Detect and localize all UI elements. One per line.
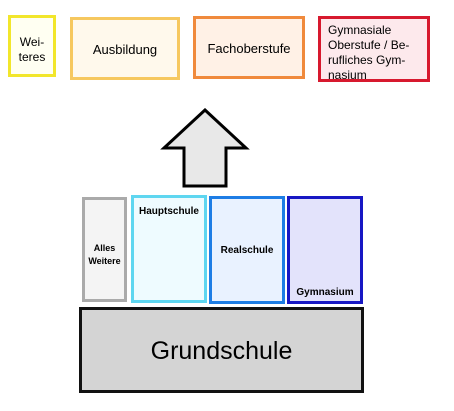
label-realschule: Realschule [220,245,274,256]
label-hauptschule: Hauptschule [138,206,199,217]
label-fachoberstufe: Fachoberstufe [207,41,291,56]
label-ausbildung: Ausbildung [92,42,158,57]
box-fachoberstufe: Fachoberstufe [193,16,305,79]
box-alles-weitere: Alles Weitere [82,197,127,302]
box-gymnasium: Gymnasium [287,196,363,304]
label-weiteres: Wei- teres [18,35,46,64]
label-alles-weitere: Alles Weitere [88,243,121,267]
box-ausbildung: Ausbildung [70,17,180,80]
label-gymnasiale-oberstufe: Gymnasiale Oberstufe / Be- rufliches Gym… [328,23,410,82]
box-gymnasiale-oberstufe: Gymnasiale Oberstufe / Be- rufliches Gym… [318,16,430,82]
box-weiteres: Wei- teres [8,15,56,77]
box-realschule: Realschule [209,196,285,304]
label-gymnasium: Gymnasium [296,286,354,298]
box-hauptschule: Hauptschule [131,195,207,303]
box-grundschule: Grundschule [79,307,364,393]
up-arrow-icon [160,108,250,188]
label-grundschule: Grundschule [150,337,293,365]
